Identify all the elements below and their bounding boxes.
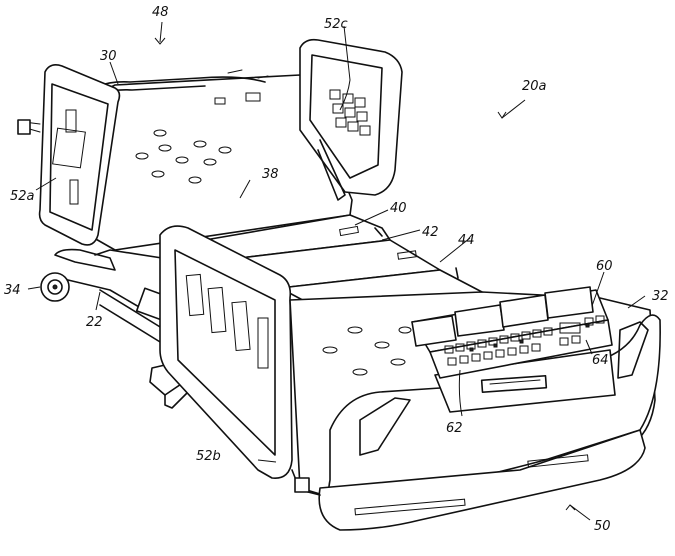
label-50: 50 (594, 519, 611, 534)
label-48: 48 (152, 5, 169, 20)
label-62: 62 (446, 421, 463, 436)
label-34: 34 (4, 283, 21, 298)
label-32: 32 (652, 289, 669, 304)
label-42: 42 (422, 225, 439, 240)
label-38: 38 (262, 167, 279, 182)
label-40: 40 (390, 201, 407, 216)
label-52a: 52a (10, 189, 35, 204)
label-60: 60 (596, 259, 613, 274)
label-52b: 52b (196, 449, 221, 464)
label-20a: 20a (522, 79, 547, 94)
label-30: 30 (100, 49, 117, 64)
label-44: 44 (458, 233, 475, 248)
label-52c: 52c (324, 17, 348, 32)
label-22: 22 (86, 315, 103, 330)
label-64: 64 (592, 353, 609, 368)
